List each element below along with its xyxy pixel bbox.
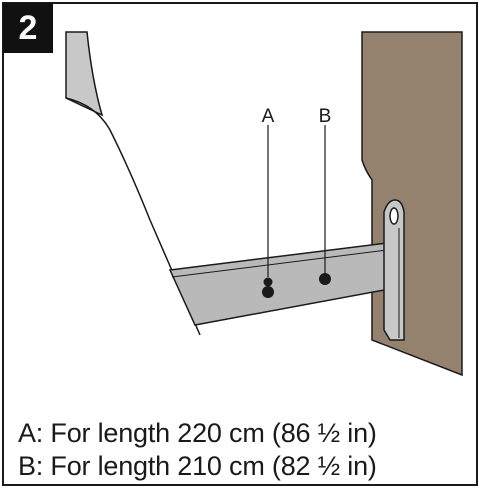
curved-panel bbox=[65, 31, 104, 117]
bracket-edge bbox=[171, 248, 396, 278]
side-wall bbox=[361, 31, 463, 377]
hole-a-lower bbox=[262, 286, 274, 298]
step-number-badge: 2 bbox=[3, 3, 53, 53]
bracket-bar bbox=[168, 241, 396, 326]
caption-a: A: For length 220 cm (86 ½ in) bbox=[18, 418, 377, 448]
label-b: B bbox=[319, 106, 332, 127]
label-a: A bbox=[262, 106, 275, 127]
hole-a-upper bbox=[263, 277, 273, 287]
panel-outline bbox=[65, 97, 201, 336]
caption-b: B: For length 210 cm (82 ½ in) bbox=[18, 451, 377, 481]
plate-slot bbox=[389, 207, 399, 225]
hole-b bbox=[319, 273, 331, 285]
